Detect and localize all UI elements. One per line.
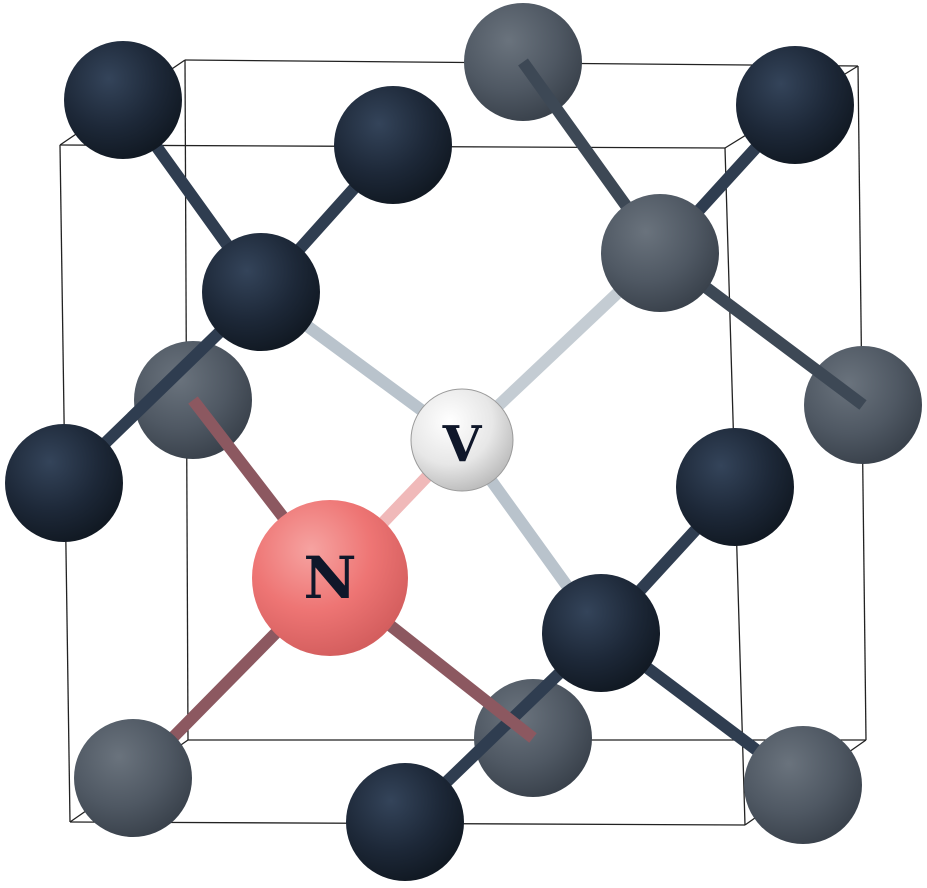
carbon-atom <box>601 194 719 312</box>
vacancy-site: V <box>410 388 514 492</box>
carbon-atom <box>676 428 794 546</box>
vacancy-sphere <box>410 388 514 492</box>
front-atoms <box>5 41 862 881</box>
vacancy-label: V <box>442 415 483 474</box>
carbon-atom <box>64 41 182 159</box>
nitrogen-atom: N <box>252 500 408 656</box>
carbon-atom <box>74 719 192 837</box>
carbon-atom <box>736 46 854 164</box>
carbon-atom <box>346 763 464 881</box>
carbon-atom <box>5 424 123 542</box>
carbon-atom <box>744 726 862 844</box>
nitrogen-atom-sphere <box>252 500 408 656</box>
carbon-atom <box>334 86 452 204</box>
carbon-atom <box>542 574 660 692</box>
nitrogen-label: N <box>303 544 356 612</box>
carbon-atom <box>202 233 320 351</box>
